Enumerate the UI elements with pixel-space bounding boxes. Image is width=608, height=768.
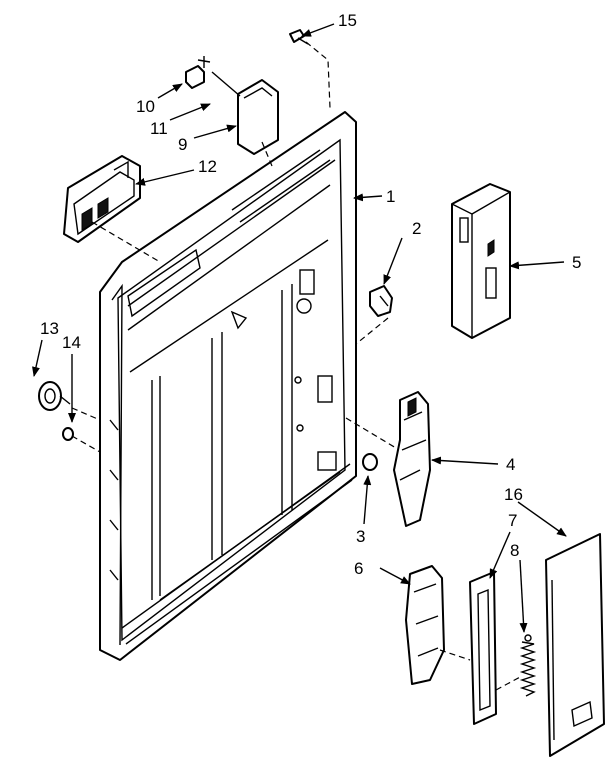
callout-5: 5 <box>572 253 581 272</box>
switch-housing-part <box>451 183 511 339</box>
knob-and-washer-parts <box>38 381 74 441</box>
callout-12: 12 <box>198 157 217 176</box>
callout-3: 3 <box>356 527 365 546</box>
callout-15: 15 <box>338 11 357 30</box>
callout-7: 7 <box>508 511 517 530</box>
detergent-handle-part <box>63 155 141 243</box>
screw-part-15 <box>289 29 309 45</box>
inner-door-panel <box>99 111 357 661</box>
callout-4: 4 <box>506 455 515 474</box>
alignment-lines <box>71 41 523 691</box>
knob-part-3 <box>362 453 378 471</box>
cover-part <box>237 79 279 155</box>
spring-part <box>519 634 537 697</box>
callout-10: 10 <box>136 97 155 116</box>
pin-and-spring-parts <box>185 56 241 97</box>
callout-6: 6 <box>354 559 363 578</box>
callout-labels: 15 10 11 9 12 1 2 5 13 14 4 16 3 7 8 6 <box>40 11 581 578</box>
callout-13: 13 <box>40 319 59 338</box>
callout-9: 9 <box>178 135 187 154</box>
rail-part <box>469 571 497 725</box>
latch-clip-part <box>369 285 393 317</box>
callout-11: 11 <box>150 119 168 138</box>
callout-leaders <box>32 23 567 633</box>
callout-2: 2 <box>412 219 421 238</box>
side-panel-part <box>545 533 605 757</box>
callout-16: 16 <box>504 485 523 504</box>
latch-lever-part <box>405 565 445 685</box>
callout-1: 1 <box>386 187 395 206</box>
callout-8: 8 <box>510 541 519 560</box>
callout-14: 14 <box>62 333 81 352</box>
latch-assembly-part <box>393 391 431 527</box>
